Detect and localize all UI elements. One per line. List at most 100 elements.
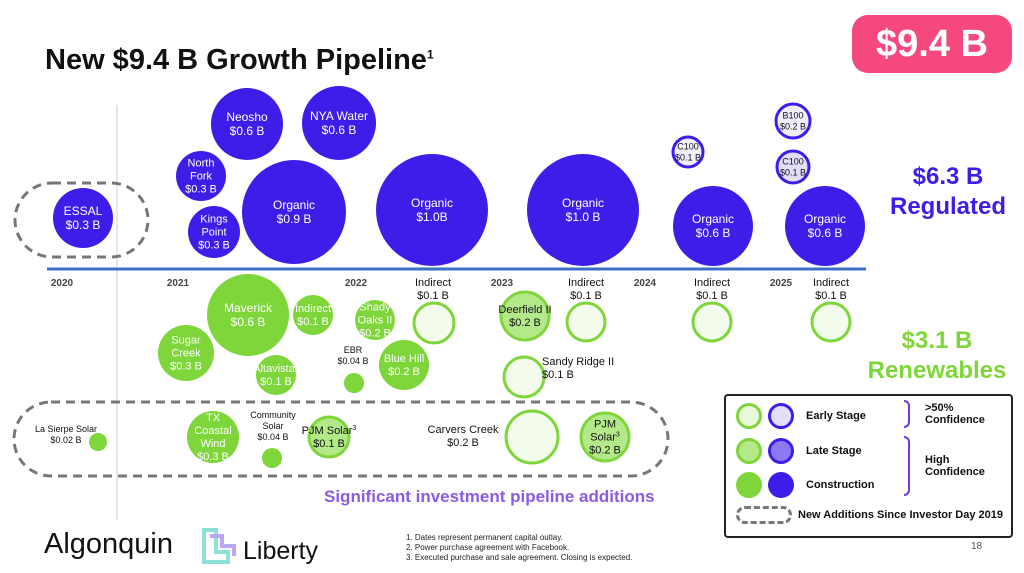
legend-bracket-high [904, 436, 910, 496]
bubble-name: Fork [190, 171, 213, 183]
regulated-project-organic-12: Organic$0.6 B [785, 186, 865, 266]
regulated-project-organic-6: Organic$1.0B [376, 154, 488, 266]
bubble-name: TX [206, 412, 221, 424]
bubble-value: $0.2 B [388, 366, 420, 378]
renewable-project-maverick-0: Maverick$0.6 B [207, 274, 289, 356]
renewable-project-bubble [207, 274, 289, 356]
bubble-value: $0.04 B [257, 432, 288, 442]
bubble-name: Organic [273, 198, 315, 212]
bubble-value: $0.6 B [808, 226, 843, 240]
bubble-value: $0.1 B [417, 290, 449, 302]
legend-early: Early Stage [736, 403, 866, 429]
legend-dashed-swatch [736, 506, 792, 524]
renewables-total: $3.1 B Renewables [850, 326, 1024, 386]
renewable-project-indirect-6: Indirect$0.1 B [691, 277, 733, 343]
renewable-project-ebr-10: EBR$0.04 B [337, 345, 369, 393]
bubble-name: EBR [344, 345, 363, 355]
regulated-project-c100-11: C100$0.1 B [775, 149, 811, 185]
bubble-name: Altavista2 [253, 363, 299, 375]
renewable-project-bubble [504, 409, 560, 465]
renewable-project-bubble [355, 300, 395, 340]
renewable-project-bubble [379, 340, 429, 390]
bubble-name: Organic [804, 212, 846, 226]
renewable-project-indirect-7: Indirect$0.1 B [810, 277, 852, 343]
bubble-name: Solar [262, 421, 283, 431]
bubble-name: Organic [411, 196, 453, 210]
legend-late-regulated-swatch [768, 438, 794, 464]
bubble-name: Indirect [813, 277, 849, 289]
footnote-1: 1. Dates represent permanent capital out… [406, 533, 563, 542]
bubble-value: $0.1 B [815, 290, 847, 302]
renewable-project-bubble [158, 325, 214, 381]
bubble-name: B100 [782, 111, 803, 121]
renewable-project-bubble [565, 301, 607, 343]
bubble-value: $1.0B [416, 210, 447, 224]
legend-confidence-high: High Confidence [925, 454, 985, 478]
regulated-project-bubble [211, 88, 283, 160]
new-addition-outline-renewables [12, 400, 670, 478]
legend-early-renewable-swatch [736, 403, 762, 429]
bubble-name: Carvers Creek [428, 424, 499, 436]
year-label-2020: 2020 [51, 278, 74, 289]
additions-caption: Significant investment pipeline addition… [324, 487, 655, 506]
renewable-project-la-sierpe-solar-13: La Sierpe Solar$0.02 B [35, 424, 107, 451]
renewable-project-bubble [579, 411, 631, 463]
regulated-project-bubble [527, 154, 639, 266]
bubble-name: NYA Water [310, 109, 368, 123]
bubble-name: La Sierpe Solar [35, 424, 97, 434]
regulated-project-bubble [188, 206, 240, 258]
legend-construction: Construction [736, 472, 874, 498]
bubble-value: $0.3 B [197, 451, 229, 463]
bubble-value: $0.1 B [570, 290, 602, 302]
regulated-project-bubble [376, 154, 488, 266]
bubble-name: C100 [782, 157, 804, 167]
regulated-project-bubble [302, 86, 376, 160]
renewable-project-bubble [187, 411, 239, 463]
bubble-value: $0.6 B [231, 315, 266, 329]
renewable-project-indirect-5: Indirect$0.1 B [565, 277, 607, 343]
renewable-project-indirect-3: Indirect$0.1 B [412, 277, 456, 345]
regulated-project-bubble [774, 102, 812, 140]
regulated-total: $6.3 B Regulated [870, 162, 1024, 222]
bubble-name: C100 [677, 142, 699, 152]
regulated-project-c100-8: C100$0.1 B [671, 135, 705, 169]
liberty-logo: Liberty [243, 537, 319, 565]
bubble-value: $0.3 B [185, 184, 217, 196]
bubble-name: PJM Solar3 [302, 425, 357, 437]
bubble-name: Community [250, 410, 296, 420]
renewable-project-altavista-9: Altavista2$0.1 B [253, 355, 299, 395]
regulated-project-bubble [176, 151, 226, 201]
bubble-name: Indirect [694, 277, 730, 289]
bubble-value: $1.0 B [566, 210, 601, 224]
regulated-project-organic-4: Organic$0.9 B [242, 160, 346, 264]
regulated-project-bubble [785, 186, 865, 266]
bubble-value: $0.02 B [50, 435, 81, 445]
regulated-project-bubble [53, 188, 113, 248]
bubble-name: Indirect [568, 277, 604, 289]
regulated-project-bubble [671, 135, 705, 169]
footnote-2: 2. Power purchase agreement with Faceboo… [406, 543, 570, 552]
bubble-value: $0.04 B [337, 356, 368, 366]
year-label-2024: 2024 [634, 278, 657, 289]
bubble-name: Kings [200, 214, 228, 226]
renewable-project-bubble [412, 301, 456, 345]
bubble-name: Blue Hill [384, 353, 424, 365]
bubble-name: Sugar [171, 335, 201, 347]
regulated-project-organic-7: Organic$1.0 B [527, 154, 639, 266]
renewable-project-bubble [293, 295, 333, 335]
renewable-project-deerfield-ii-4: Deerfield II$0.2 B [498, 290, 552, 342]
bubble-value: $0.6 B [230, 124, 265, 138]
renewables-label: Renewables [867, 357, 1007, 384]
regulated-amount: $6.3 B [912, 163, 984, 190]
liberty-logo-icon [202, 528, 236, 564]
renewable-project-bubble [810, 301, 852, 343]
new-addition-outline-essal [13, 181, 150, 259]
renewable-project-carvers-creek-17: Carvers Creek$0.2 B [428, 409, 560, 465]
bubble-name: Maverick [224, 301, 273, 315]
bubble-value: $0.6 B [696, 226, 731, 240]
regulated-project-essal-0: ESSAL$0.3 B [53, 188, 113, 248]
